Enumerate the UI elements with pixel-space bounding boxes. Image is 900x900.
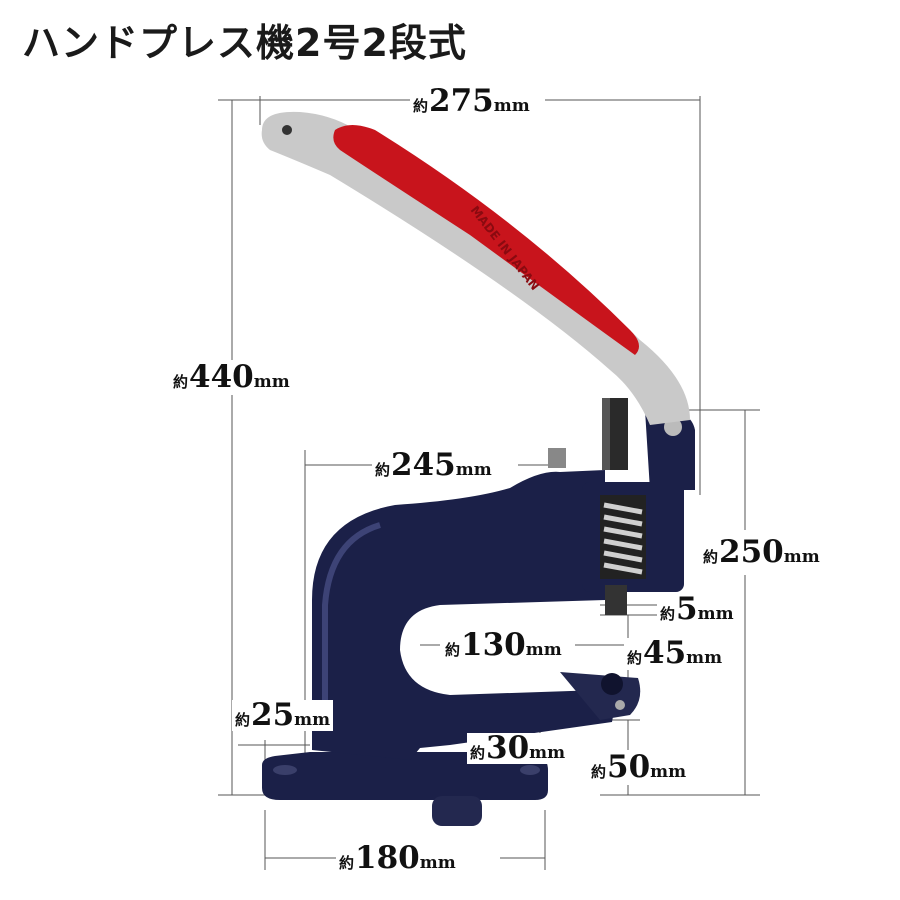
dim-jaw-gap: 約45mm [624, 638, 726, 669]
dim-base-thick: 約25mm [232, 700, 334, 731]
dim-width-top: 約275mm [410, 86, 533, 117]
dim-base-width: 約180mm [336, 843, 459, 874]
press-head [548, 398, 695, 615]
dim-depth-throat: 約245mm [372, 450, 495, 481]
press-frame [312, 470, 641, 760]
dim-height-total: 約440mm [170, 362, 293, 393]
dim-height-head: 約250mm [700, 537, 823, 568]
press-handle: MADE IN JAPAN [261, 111, 690, 426]
dim-stroke: 約5mm [657, 594, 737, 625]
product-title: ハンドプレス機2号2段式 [22, 21, 467, 65]
dim-anvil-height: 約50mm [588, 752, 690, 783]
dimension-lines [218, 96, 760, 870]
dim-foot-height: 約30mm [467, 733, 569, 764]
dim-gap-inner: 約130mm [442, 630, 565, 661]
press-base [262, 752, 548, 826]
